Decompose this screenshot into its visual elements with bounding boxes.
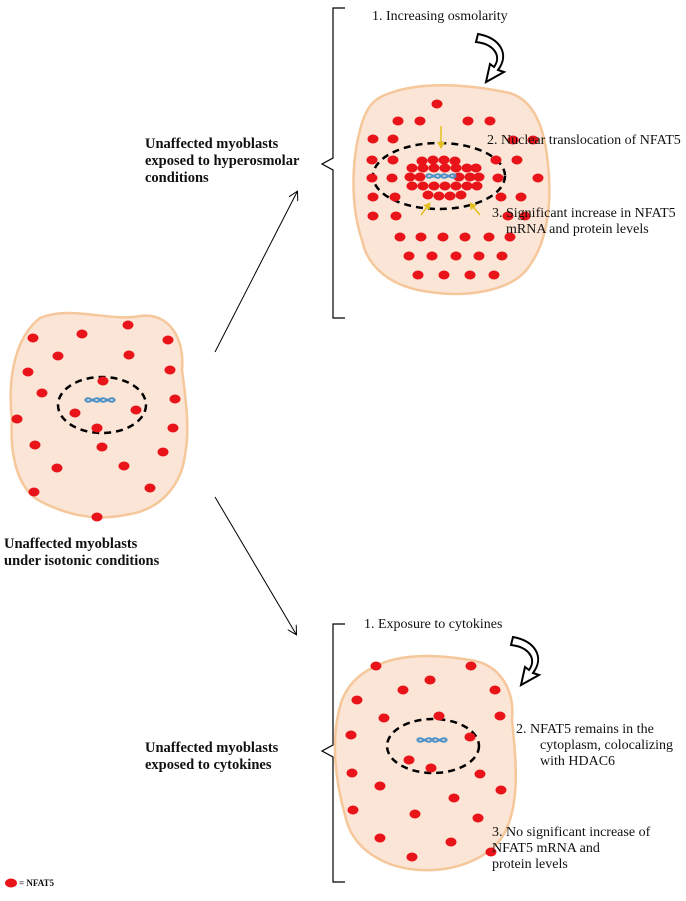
yellow-arrows [420, 126, 481, 216]
bottom-step-2-line: 2. NFAT5 remains in the [516, 722, 654, 737]
bottom-step-3-line: NFAT5 mRNA and [492, 841, 600, 856]
nfat5-dot-icon [5, 878, 17, 888]
cytokines-label: Unaffected myoblasts exposed to cytokine… [145, 740, 278, 774]
cytokines-label-line: Unaffected myoblasts [145, 740, 279, 756]
cell-membrane [9, 311, 189, 519]
bottom-step-2: 2. NFAT5 remains in the cytoplasm, coloc… [516, 722, 673, 770]
cell-membrane [352, 84, 551, 296]
cytokines-cell [333, 654, 518, 872]
hyperosmolar-label: Unaffected myoblasts exposed to hyperosm… [145, 136, 299, 187]
cell-membrane [333, 654, 518, 872]
top-step-2: 2. Nuclear translocation of NFAT5 [487, 133, 681, 148]
isotonic-label-line: Unaffected myoblasts [4, 536, 138, 552]
nucleus [385, 717, 481, 775]
bottom-brace [320, 623, 345, 883]
arrow-to-cytokines [214, 496, 296, 634]
arrow-to-hyperosmolar [214, 192, 297, 353]
hyperosmolar-label-line: conditions [145, 170, 209, 186]
curved-arrow-icon [509, 635, 542, 687]
bottom-step-3: 3. No significant increase of NFAT5 mRNA… [492, 825, 650, 873]
hyperosmolar-label-line: Unaffected myoblasts [145, 136, 279, 152]
top-step-3: 3. Significant increase in NFAT5 mRNA an… [492, 206, 676, 238]
nfat5-dots [345, 661, 507, 862]
nfat5-dots [11, 320, 181, 522]
bottom-step-2-line: cytoplasm, colocalizing [540, 738, 673, 753]
dna-icon [425, 173, 457, 179]
nuclear-nfat5-cluster [404, 155, 485, 201]
legend-label: = NFAT5 [19, 878, 55, 888]
hyperosmolar-label-line: exposed to hyperosmolar [145, 153, 300, 169]
bottom-step-1: 1. Exposure to cytokines [364, 617, 503, 632]
top-step-3-line: mRNA and protein levels [506, 222, 649, 237]
nfat5-dots [366, 99, 544, 280]
isotonic-label-line: under isotonic conditions [4, 553, 160, 569]
top-brace [320, 7, 345, 319]
dna-icon [84, 397, 116, 403]
isotonic-cell [9, 311, 189, 522]
top-step-3-line: 3. Significant increase in NFAT5 [492, 206, 676, 221]
bottom-step-3-line: 3. No significant increase of [492, 825, 651, 840]
hyperosmolar-cell [352, 84, 551, 296]
bottom-step-3-line: protein levels [492, 857, 568, 872]
isotonic-label: Unaffected myoblasts under isotonic cond… [4, 536, 159, 570]
bottom-step-2-line: with HDAC6 [540, 754, 616, 769]
dna-icon [416, 737, 448, 743]
curved-arrow-icon [474, 32, 507, 84]
cytokines-label-line: exposed to cytokines [145, 757, 272, 773]
top-step-1: 1. Increasing osmolarity [372, 9, 508, 24]
